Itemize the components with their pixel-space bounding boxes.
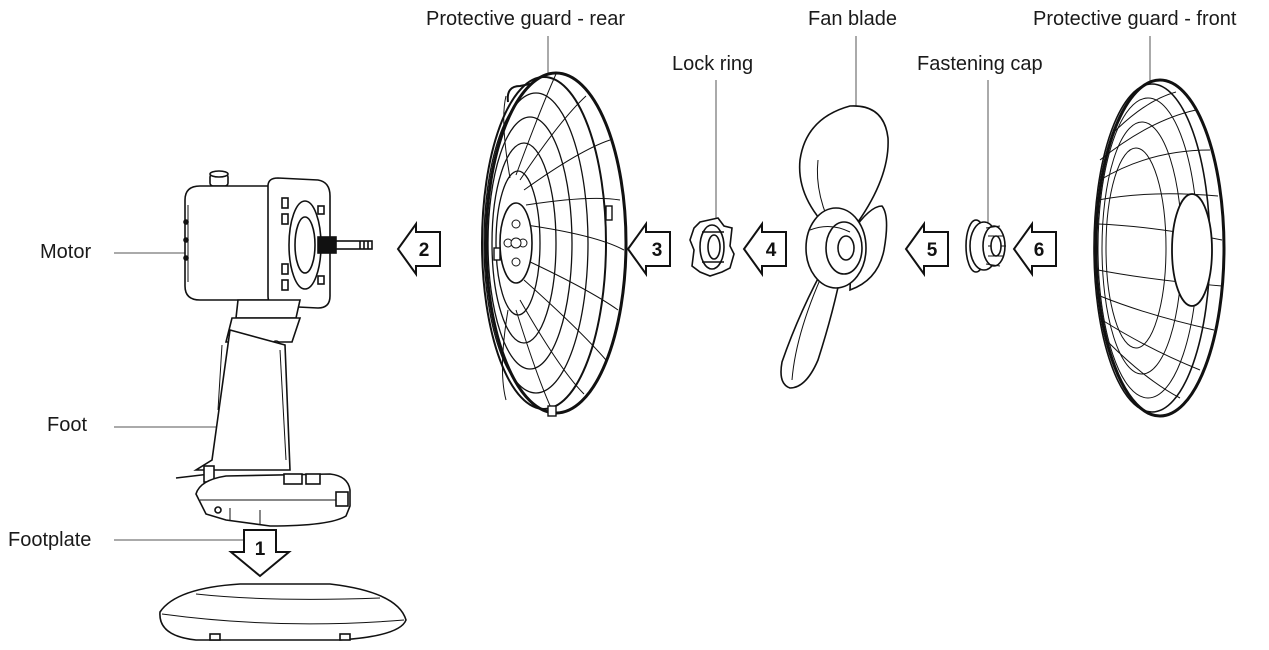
step-arrow-3: 3 [626,220,671,278]
label-footplate: Footplate [8,529,92,551]
step-arrow-2: 2 [396,220,441,278]
label-protective-guard-front: Protective guard - front [1033,8,1237,30]
label-motor: Motor [40,241,92,263]
fastening-cap-illustration [965,219,1006,273]
step-arrow-4: 4 [742,220,787,278]
rear-guard-illustration [481,71,628,417]
step-number-2: 2 [419,240,430,261]
step-number-3: 3 [652,240,663,261]
lock-ring-illustration [689,217,735,277]
step-arrow-5: 5 [904,220,949,278]
label-protective-guard-rear: Protective guard - rear [426,8,625,30]
front-guard-illustration [1093,78,1226,418]
step-arrow-6: 6 [1012,220,1057,278]
footplate-illustration [159,583,407,641]
fan-blade-illustration [780,105,889,389]
label-lock-ring: Lock ring [672,53,754,75]
motor-illustration [183,170,373,354]
label-foot: Foot [47,414,88,436]
foot-illustration [175,328,351,527]
label-fastening-cap: Fastening cap [917,53,1043,75]
step-number-4: 4 [766,240,777,261]
step-arrow-1: 1 [228,529,292,578]
label-fan-blade: Fan blade [808,8,897,30]
step-number-6: 6 [1034,240,1045,261]
step-number-5: 5 [927,240,938,261]
step-number-1: 1 [255,539,266,560]
